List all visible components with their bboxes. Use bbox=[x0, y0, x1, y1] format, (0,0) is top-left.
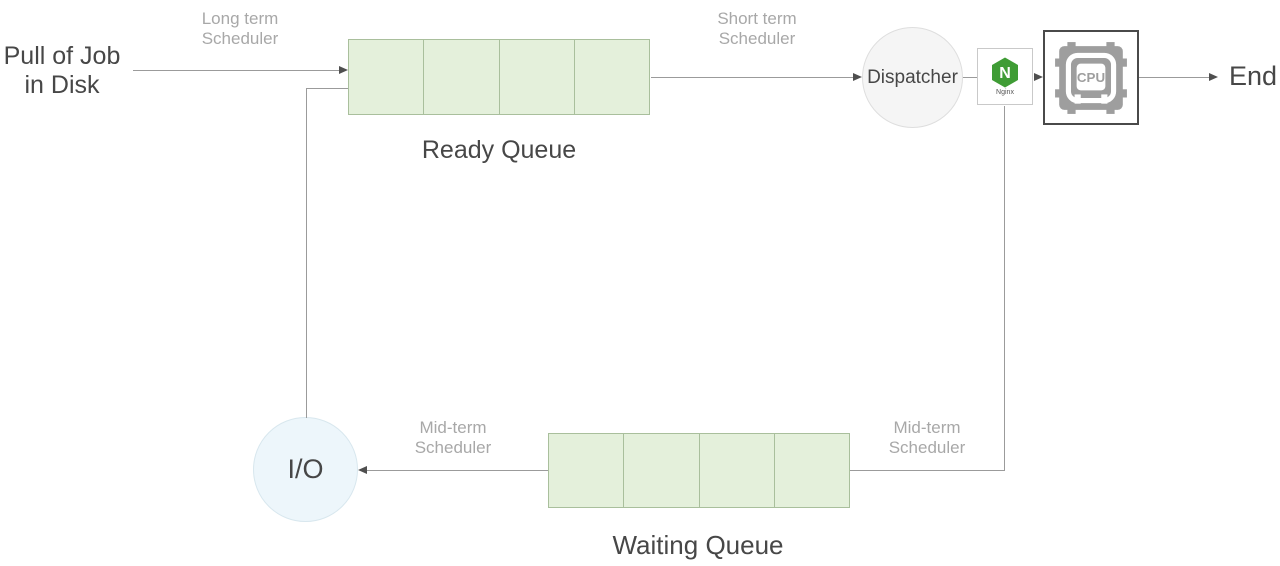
waiting-queue bbox=[548, 433, 850, 508]
queue-cell bbox=[575, 40, 649, 114]
queue-cell bbox=[500, 40, 575, 114]
queue-cell bbox=[775, 434, 849, 507]
connector-start-to-ready bbox=[133, 70, 339, 71]
connector-ready-to-dispatcher bbox=[651, 77, 853, 78]
connector-down-to-waiting bbox=[850, 470, 1005, 471]
cpu-icon: CPU bbox=[1055, 41, 1127, 114]
connector-waiting-to-io bbox=[367, 470, 548, 471]
long-term-line2: Scheduler bbox=[201, 29, 279, 48]
mid-term-scheduler-right-label: Mid-term Scheduler bbox=[867, 418, 987, 458]
queue-cell bbox=[700, 434, 775, 507]
nginx-label: Nginx bbox=[996, 89, 1014, 96]
mid-term-left-line2: Scheduler bbox=[414, 438, 492, 457]
connector-io-up bbox=[306, 88, 307, 418]
io-label: I/O bbox=[287, 454, 324, 484]
queue-cell bbox=[549, 434, 625, 507]
arrowhead-ready-to-dispatcher bbox=[853, 73, 862, 81]
ready-queue-label: Ready Queue bbox=[421, 136, 577, 164]
start-node-line2: in Disk bbox=[24, 71, 100, 99]
cpu-icon-label: CPU bbox=[1077, 70, 1105, 85]
arrowhead-nginx-to-cpu bbox=[1034, 73, 1043, 81]
nginx-icon: N bbox=[992, 57, 1018, 88]
cpu-node: CPU bbox=[1043, 30, 1139, 125]
nginx-node: N Nginx bbox=[977, 48, 1033, 105]
io-node: I/O bbox=[253, 417, 358, 522]
short-term-line2: Scheduler bbox=[718, 29, 796, 48]
connector-cpu-to-end bbox=[1139, 77, 1209, 78]
queue-cell bbox=[624, 434, 700, 507]
mid-term-left-line1: Mid-term bbox=[419, 418, 487, 437]
mid-term-right-line2: Scheduler bbox=[888, 438, 966, 457]
dispatcher-label: Dispatcher bbox=[867, 66, 958, 88]
mid-term-right-line1: Mid-term bbox=[893, 418, 961, 437]
end-node-label: End bbox=[1228, 61, 1278, 91]
ready-queue bbox=[348, 39, 650, 115]
connector-nginx-down bbox=[1004, 106, 1005, 470]
queue-cell bbox=[349, 40, 425, 114]
arrowhead-cpu-to-end bbox=[1209, 73, 1218, 81]
connector-up-to-ready bbox=[306, 88, 348, 89]
mid-term-scheduler-left-label: Mid-term Scheduler bbox=[393, 418, 513, 458]
start-node-label: Pull of Job in Disk bbox=[0, 42, 126, 100]
arrowhead-waiting-to-io bbox=[358, 466, 367, 474]
dispatcher-node: Dispatcher bbox=[862, 27, 963, 128]
arrowhead-start-to-ready bbox=[339, 66, 348, 74]
queue-cell bbox=[424, 40, 500, 114]
short-term-line1: Short term bbox=[717, 9, 797, 28]
connector-dispatcher-to-nginx bbox=[963, 77, 977, 78]
long-term-line1: Long term bbox=[201, 9, 279, 28]
nginx-letter: N bbox=[999, 65, 1011, 82]
long-term-scheduler-label: Long term Scheduler bbox=[180, 9, 300, 49]
short-term-scheduler-label: Short term Scheduler bbox=[697, 9, 817, 49]
waiting-queue-label: Waiting Queue bbox=[612, 530, 784, 560]
start-node-line1: Pull of Job bbox=[3, 42, 121, 70]
